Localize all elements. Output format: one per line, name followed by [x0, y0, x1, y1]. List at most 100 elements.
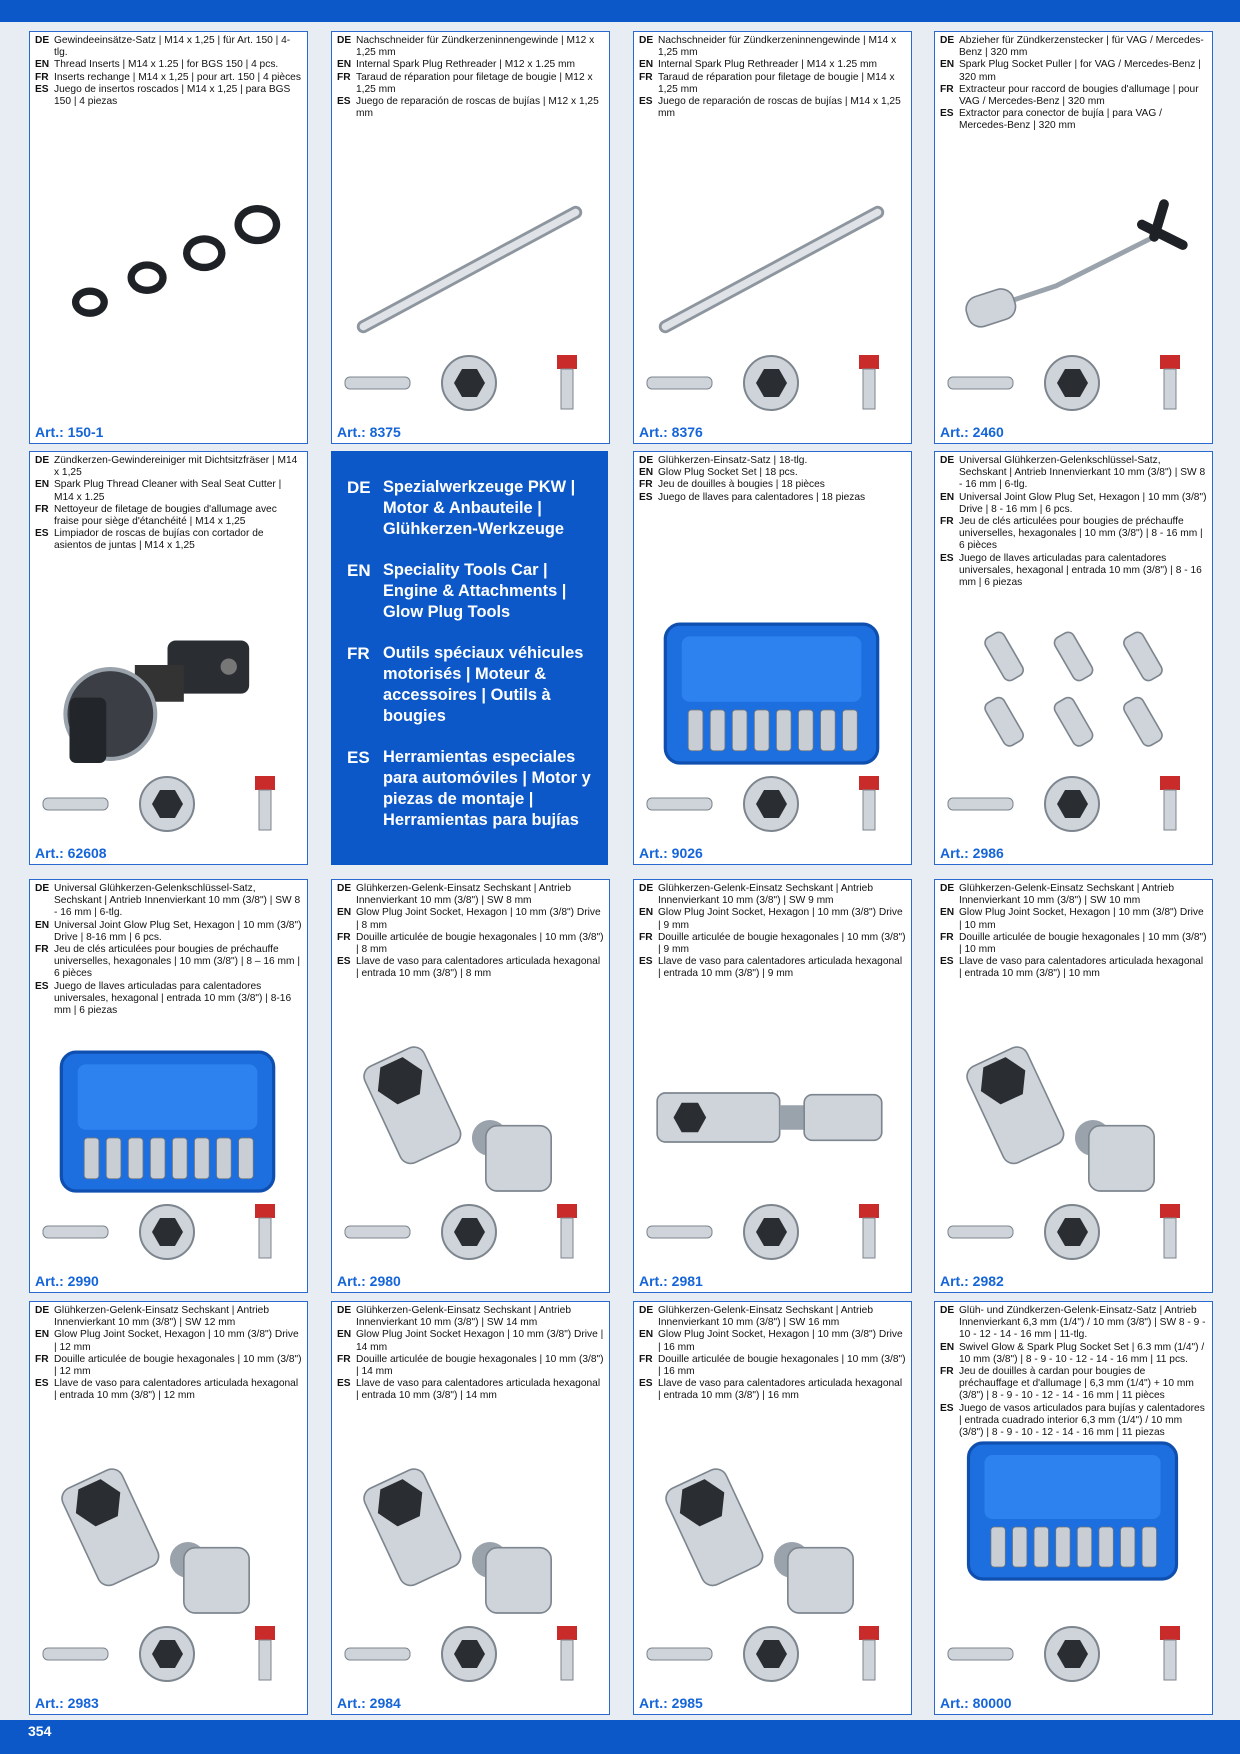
- desc-text: Juego de reparación de roscas de bujías …: [356, 96, 599, 120]
- lang-code: ES: [639, 491, 653, 503]
- lang-code: FR: [35, 944, 49, 956]
- lang-code: FR: [337, 1353, 351, 1365]
- lang-code: DE: [639, 1305, 654, 1316]
- product-photo: [950, 182, 1195, 362]
- desc-text: Glühkerzen-Gelenk-Einsatz Sechskant | An…: [658, 883, 873, 907]
- desc-text: Spark Plug Socket Puller | for VAG / Mer…: [959, 59, 1201, 83]
- desc-line: ES Juego de reparación de roscas de bujía…: [639, 96, 906, 120]
- desc-text: Extractor para conector de bujía | para …: [959, 108, 1162, 132]
- desc-text: Glühkerzen-Gelenk-Einsatz Sechskant | An…: [959, 883, 1174, 907]
- desc-text: Llave de vaso para calentadores articula…: [658, 956, 903, 980]
- thumbnail-image: [547, 1624, 587, 1689]
- thumbnail-image: [340, 1202, 415, 1267]
- product-photo: [950, 602, 1195, 782]
- thumbnail-image: [943, 353, 1018, 418]
- product-photo: [950, 1427, 1195, 1592]
- lang-code: FR: [35, 503, 49, 515]
- desc-text: Juego de reparación de roscas de bujías …: [658, 96, 901, 120]
- lang-code: EN: [940, 907, 955, 919]
- intro-text: Outils spéciaux véhicules motorisés | Mo…: [383, 644, 584, 725]
- product-photo: [649, 182, 894, 362]
- desc-text: Nachschneider für Zündkerzeninnengewinde…: [658, 35, 897, 59]
- lang-code: FR: [639, 479, 653, 491]
- thumbnail-image: [1035, 1202, 1110, 1267]
- thumbnail-image: [849, 774, 889, 839]
- thumbnail-row: [332, 1624, 609, 1692]
- article-number: Art.: 9026: [639, 845, 703, 861]
- desc-text: Inserts rechange | M14 x 1,25 | pour art…: [54, 71, 301, 83]
- thumbnail-row: [30, 1624, 307, 1692]
- thumbnail-image: [245, 1624, 285, 1689]
- desc-text: Douille articulée de bougie hexagonales …: [356, 931, 604, 956]
- lang-code: EN: [35, 59, 50, 71]
- product-photo: [45, 602, 290, 782]
- desc-text: Taraud de réparation pour filetage de bo…: [658, 71, 895, 95]
- thumbnail-image: [642, 774, 717, 839]
- article-number: Art.: 80000: [940, 1695, 1012, 1711]
- lang-code: FR: [639, 931, 653, 943]
- lang-code: FR: [940, 83, 954, 95]
- desc-text: Juego de vasos articulados para bujías y…: [959, 1402, 1205, 1439]
- desc-text: Glühkerzen-Einsatz-Satz | 18-tlg.: [658, 455, 808, 466]
- thumbnail-row: [935, 1624, 1212, 1692]
- page-number: 354: [28, 1723, 52, 1739]
- thumbnail-image: [547, 1202, 587, 1267]
- desc-text: Llave de vaso para calentadores articula…: [356, 956, 601, 980]
- intro-lang: FR: [347, 644, 370, 663]
- lang-code: DE: [337, 35, 352, 46]
- desc-text: Glow Plug Joint Socket, Hexagon | 10 mm …: [658, 1329, 903, 1353]
- article-number: Art.: 2460: [940, 424, 1004, 440]
- lang-code: DE: [35, 1305, 50, 1316]
- product-photo: [347, 182, 592, 362]
- thumbnail-image: [642, 1624, 717, 1689]
- product-photo: [45, 1030, 290, 1210]
- lang-code: DE: [639, 455, 654, 466]
- thumbnail-row: [634, 353, 911, 421]
- desc-text: Spark Plug Thread Cleaner with Seal Seat…: [54, 479, 282, 503]
- lang-code: ES: [639, 96, 653, 108]
- desc-text: Internal Spark Plug Rethreader | M12 x 1…: [356, 59, 575, 71]
- product-photo: [649, 1030, 894, 1210]
- desc-text: Juego de llaves articuladas para calenta…: [959, 552, 1202, 589]
- desc-text: Universal Glühkerzen-Gelenkschlüssel-Sat…: [54, 883, 301, 919]
- thumbnail-image: [38, 1624, 113, 1689]
